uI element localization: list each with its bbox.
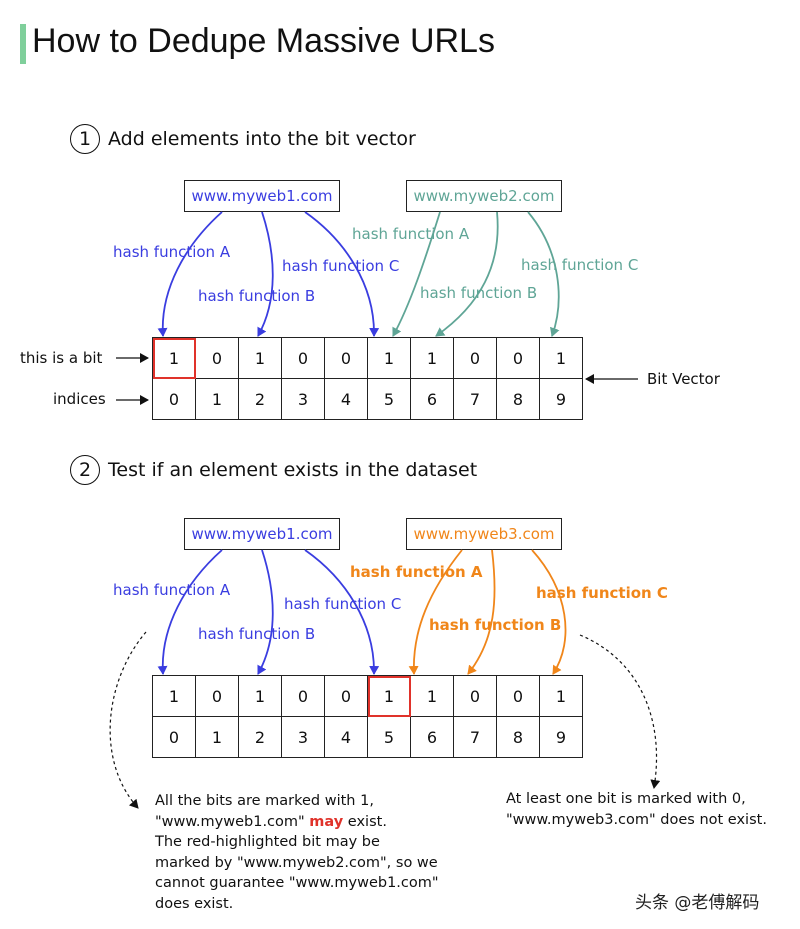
note-line: "www.myweb3.com" does not exist. (506, 811, 767, 828)
note-right: At least one bit is marked with 0, "www.… (506, 789, 767, 830)
bit-cell: 0 (195, 675, 239, 717)
note-line: cannot guarantee "www.myweb1.com" (155, 875, 439, 891)
note-line: At least one bit is marked with 0, (506, 791, 746, 807)
title-accent-bar (20, 24, 26, 64)
url-box-myweb2: www.myweb2.com (406, 180, 562, 212)
hash-arrow (257, 211, 274, 337)
index-cell: 8 (496, 716, 540, 758)
bit-vector-2: 1 0 1 0 0 1 1 0 0 1 0 1 2 3 4 5 6 7 8 9 (152, 675, 583, 758)
note-right-arrow (579, 634, 661, 789)
bit-cell: 0 (453, 675, 497, 717)
bit-cell: 1 (367, 337, 411, 379)
hash-arrow (157, 211, 223, 337)
step-number: 2 (70, 455, 100, 485)
index-cell: 1 (195, 716, 239, 758)
indices-label: indices (53, 390, 106, 408)
bit-cell: 1 (410, 337, 454, 379)
step-text: Test if an element exists in the dataset (108, 459, 478, 481)
hash-arrow (435, 211, 499, 337)
hash-label-a: hash function A (113, 581, 231, 599)
note-line: marked by "www.myweb2.com", so we (155, 854, 438, 871)
index-cell: 0 (152, 378, 196, 420)
bit-cell: 1 (539, 675, 583, 717)
note-line: All the bits are marked with 1, (155, 793, 374, 809)
hash-label-c: hash function C (521, 256, 639, 274)
index-cell: 7 (453, 378, 497, 420)
index-cell: 5 (367, 716, 411, 758)
index-cell: 6 (410, 716, 454, 758)
index-cell: 6 (410, 378, 454, 420)
index-cell: 8 (496, 378, 540, 420)
index-cell: 9 (539, 378, 583, 420)
note-text: exist. (343, 813, 387, 830)
hash-label-c: hash function C (536, 584, 668, 602)
step-1-heading: 1 Add elements into the bit vector (70, 124, 416, 154)
bit-cell: 1 (410, 675, 454, 717)
may-highlight: may (309, 813, 344, 830)
note-line: The red-highlighted bit may be (155, 834, 380, 850)
step-text: Add elements into the bit vector (108, 128, 416, 150)
hash-arrow (257, 549, 274, 675)
note-text: "www.myweb1.com" (155, 813, 310, 830)
hash-label-a: hash function A (113, 243, 231, 261)
note-line: does exist. (155, 895, 234, 912)
index-row: 0 1 2 3 4 5 6 7 8 9 (152, 378, 583, 420)
index-cell: 4 (324, 716, 368, 758)
index-cell: 1 (195, 378, 239, 420)
index-row: 0 1 2 3 4 5 6 7 8 9 (152, 716, 583, 758)
bit-row: 1 0 1 0 0 1 1 0 0 1 (152, 675, 583, 717)
note-left: All the bits are marked with 1, "www.myw… (155, 791, 439, 914)
bit-cell: 1 (539, 337, 583, 379)
bit-cell-highlighted: 1 (367, 675, 411, 717)
hash-arrow (408, 549, 463, 675)
hash-label-b: hash function B (429, 616, 562, 634)
bit-cell: 1 (152, 675, 196, 717)
page-title: How to Dedupe Massive URLs (32, 22, 495, 60)
bit-cell: 0 (281, 675, 325, 717)
note-line: "www.myweb1.com" may exist. (155, 812, 439, 833)
hash-label-c: hash function C (282, 257, 400, 275)
index-cell: 3 (281, 378, 325, 420)
bit-cell: 0 (195, 337, 239, 379)
note-left-arrow (109, 631, 147, 809)
hash-label-b: hash function B (198, 287, 316, 305)
index-cell: 4 (324, 378, 368, 420)
bit-cell: 0 (496, 675, 540, 717)
hash-arrow (467, 549, 496, 675)
step-2-heading: 2 Test if an element exists in the datas… (70, 455, 477, 485)
bit-label: this is a bit (20, 349, 103, 367)
index-cell: 7 (453, 716, 497, 758)
hash-label-b: hash function B (198, 625, 316, 643)
index-cell: 3 (281, 716, 325, 758)
hash-arrow (304, 211, 380, 337)
url-box-myweb3: www.myweb3.com (406, 518, 562, 550)
index-cell: 0 (152, 716, 196, 758)
bit-cell: 1 (238, 675, 282, 717)
hash-arrow (304, 549, 380, 675)
index-cell: 9 (539, 716, 583, 758)
hash-label-a: hash function A (352, 225, 470, 243)
hash-label-c: hash function C (284, 595, 402, 613)
bit-vector-1: 1 0 1 0 0 1 1 0 0 1 0 1 2 3 4 5 6 7 8 9 (152, 337, 583, 420)
hash-arrow (531, 549, 567, 675)
watermark: 头条 @老傅解码 (635, 893, 760, 913)
index-cell: 2 (238, 716, 282, 758)
index-cell: 2 (238, 378, 282, 420)
hash-arrow (157, 549, 223, 675)
bit-vector-label: Bit Vector (647, 370, 720, 388)
hash-arrow (527, 211, 560, 337)
bit-row: 1 0 1 0 0 1 1 0 0 1 (152, 337, 583, 379)
hash-arrow (392, 211, 441, 337)
url-box-myweb1: www.myweb1.com (184, 180, 340, 212)
url-box-myweb1: www.myweb1.com (184, 518, 340, 550)
bit-cell: 1 (238, 337, 282, 379)
step-number: 1 (70, 124, 100, 154)
